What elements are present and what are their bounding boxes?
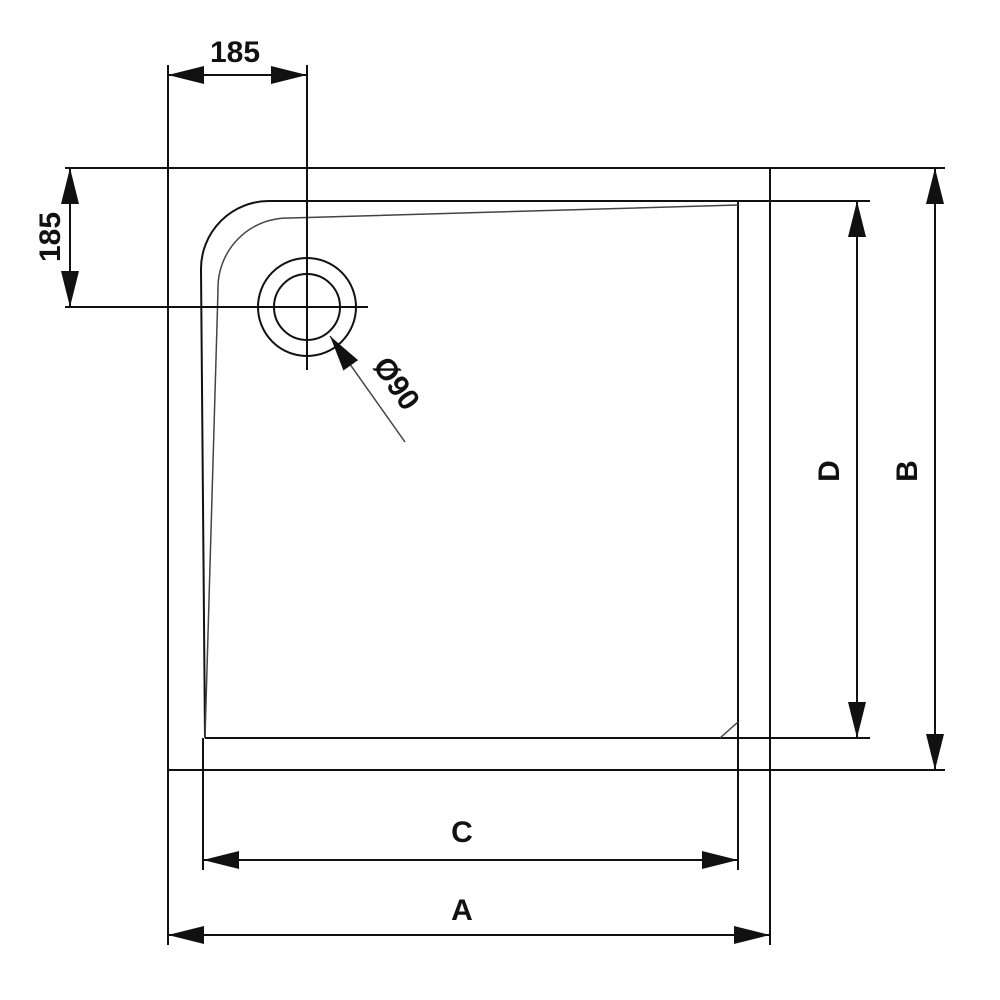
- drain-diameter-leader: [329, 335, 406, 443]
- drain: [65, 65, 368, 370]
- drain-offset-y-label: 185: [34, 212, 67, 262]
- width-inner-label: C: [451, 816, 473, 849]
- drain-diameter-label: Ø90: [366, 351, 426, 416]
- drain-offset-x-label: 185: [210, 36, 260, 69]
- depth-outer-label: B: [891, 460, 924, 482]
- depth-inner-label: D: [813, 460, 846, 482]
- width-outer-label: A: [451, 894, 473, 927]
- tray-outline: [65, 65, 945, 945]
- basin-outline: [199, 199, 870, 870]
